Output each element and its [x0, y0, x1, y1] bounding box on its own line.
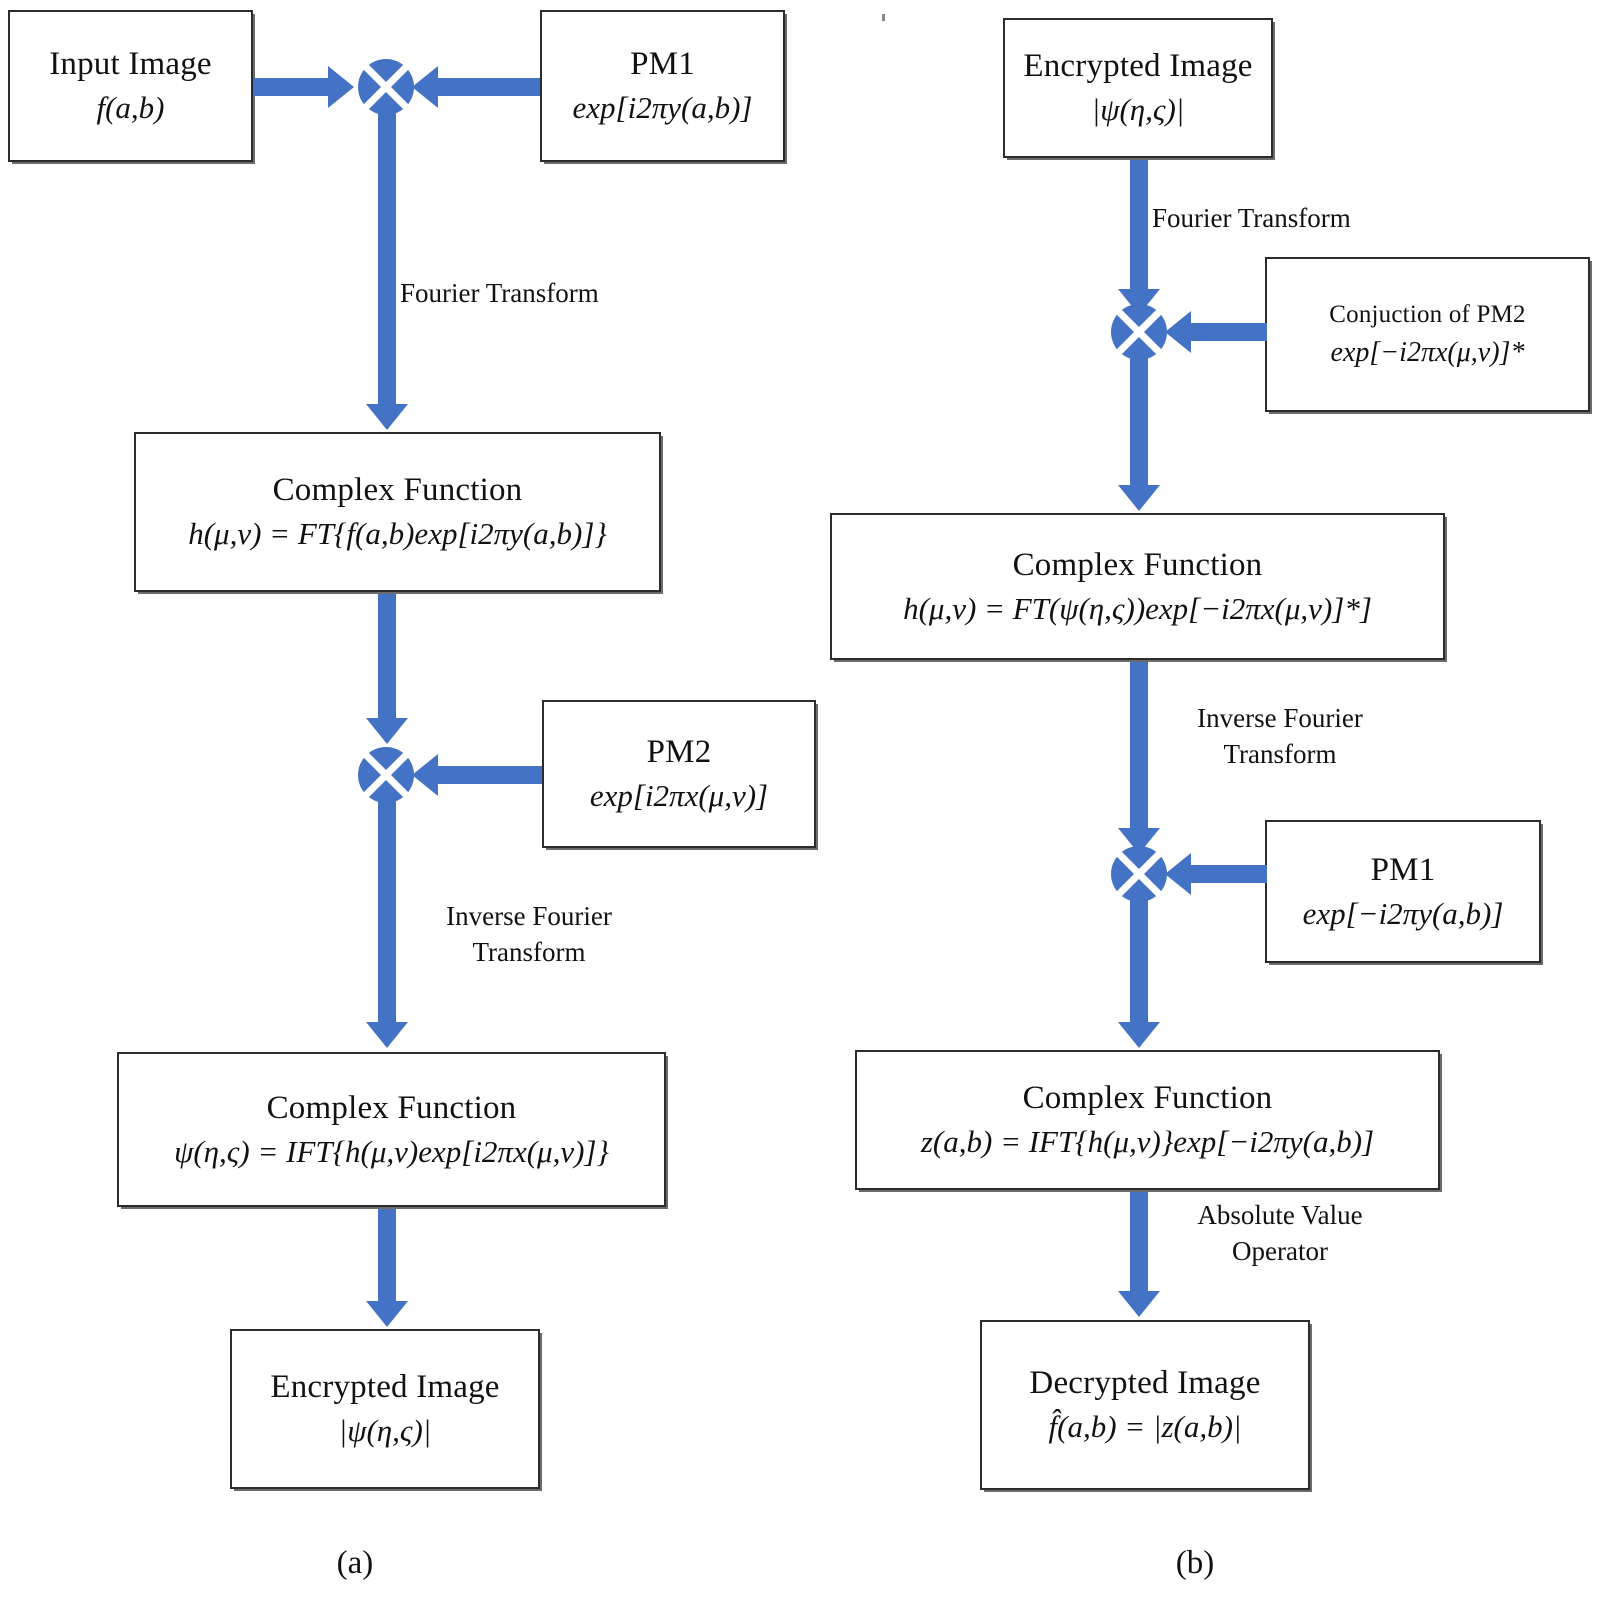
arrow-pm1-to-multiply-b: [1165, 853, 1267, 895]
box-title: Complex Function: [272, 472, 523, 509]
arrow-inverse-fourier-a: [365, 800, 409, 1048]
label-absolute-value-operator: Absolute Value Operator: [1197, 1200, 1363, 1267]
box-formula: exp[−i2πy(a,b)]: [1302, 895, 1504, 931]
multiply-operator-icon: [1110, 303, 1168, 361]
box-formula: z(a,b) = IFT{h(μ,ν)}exp[−i2πy(a,b)]: [920, 1124, 1375, 1160]
box-formula: exp[−i2πx(μ,ν)]*: [1330, 336, 1525, 368]
box-title: PM2: [646, 734, 712, 771]
box-conjugate-pm2: Conjuction of PM2 exp[−i2πx(μ,ν)]*: [1265, 257, 1590, 412]
arrow-multiply-to-complex2-b: [1117, 898, 1161, 1048]
arrow-multiply-to-complex1-b: [1117, 356, 1161, 511]
box-formula: |ψ(η,ς)|: [338, 1413, 432, 1449]
caption-panel-b: (b): [1175, 1545, 1215, 1581]
box-title: Encrypted Image: [1023, 48, 1253, 85]
multiply-operator-icon: [357, 746, 415, 804]
box-pm2-encrypt: PM2 exp[i2πx(μ,ν)]: [542, 700, 816, 848]
box-title: Complex Function: [1022, 1080, 1273, 1117]
box-encrypted-image-output: Encrypted Image |ψ(η,ς)|: [230, 1329, 540, 1489]
box-decrypted-image: Decrypted Image f̂(a,b) = |z(a,b)|: [980, 1320, 1310, 1490]
box-pm1-encrypt: PM1 exp[i2πy(a,b)]: [540, 10, 785, 162]
label-fourier-transform-a: Fourier Transform: [400, 278, 599, 308]
box-formula: h(μ,ν) = FT{f(a,b)exp[i2πy(a,b)]}: [188, 516, 607, 552]
label-fourier-transform-b: Fourier Transform: [1152, 203, 1351, 233]
arrow-complex1-to-multiply-a: [365, 594, 409, 744]
arrow-pm2-to-multiply: [412, 754, 542, 796]
multiply-operator-icon: [1110, 845, 1168, 903]
box-complex-function-1-decrypt: Complex Function h(μ,ν) = FT(ψ(η,ς))exp[…: [830, 513, 1445, 660]
box-complex-function-2-encrypt: Complex Function ψ(η,ς) = IFT{h(μ,ν)exp[…: [117, 1052, 666, 1207]
label-inverse-fourier-a: Inverse Fourier Transform: [446, 901, 612, 968]
box-title: Encrypted Image: [270, 1369, 500, 1406]
label-inverse-fourier-b: Inverse Fourier Transform: [1197, 703, 1363, 770]
arrow-inverse-fourier-b: [1117, 662, 1161, 854]
box-encrypted-image-input: Encrypted Image |ψ(η,ς)|: [1003, 18, 1273, 158]
caption-panel-a: (a): [336, 1545, 374, 1581]
arrow-fourier-transform-a: [365, 110, 409, 430]
arrow-conjugate-pm2-to-multiply: [1165, 311, 1267, 353]
box-title: Complex Function: [266, 1089, 517, 1126]
box-title: Input Image: [49, 46, 212, 83]
box-title: PM1: [630, 46, 695, 83]
box-pm1-decrypt: PM1 exp[−i2πy(a,b)]: [1265, 820, 1541, 963]
box-formula: ψ(η,ς) = IFT{h(μ,ν)exp[i2πx(μ,ν)]}: [174, 1133, 609, 1169]
box-formula: exp[i2πx(μ,ν)]: [589, 778, 769, 814]
box-complex-function-1-encrypt: Complex Function h(μ,ν) = FT{f(a,b)exp[i…: [134, 432, 661, 592]
box-formula: exp[i2πy(a,b)]: [572, 90, 753, 126]
box-title: Decrypted Image: [1029, 1365, 1261, 1402]
box-input-image: Input Image f(a,b): [8, 10, 253, 162]
arrow-absolute-value-b: [1117, 1192, 1161, 1317]
arrow-input-to-multiply: [254, 66, 354, 108]
arrow-fourier-transform-b: [1117, 160, 1161, 315]
box-title: Conjuction of PM2: [1329, 300, 1526, 328]
box-formula: |ψ(η,ς)|: [1091, 92, 1185, 128]
box-formula: f(a,b): [96, 90, 165, 126]
arrow-pm1-to-multiply: [412, 66, 540, 108]
box-complex-function-2-decrypt: Complex Function z(a,b) = IFT{h(μ,ν)}exp…: [855, 1050, 1440, 1190]
multiply-operator-icon: [357, 58, 415, 116]
box-formula: f̂(a,b) = |z(a,b)|: [1048, 1409, 1242, 1445]
box-title: Complex Function: [1012, 546, 1263, 583]
box-formula: h(μ,ν) = FT(ψ(η,ς))exp[−i2πx(μ,ν)]*]: [903, 590, 1372, 626]
box-title: PM1: [1370, 851, 1436, 888]
arrow-complex2-to-encrypted-a: [365, 1209, 409, 1327]
scan-speck: [882, 14, 885, 21]
